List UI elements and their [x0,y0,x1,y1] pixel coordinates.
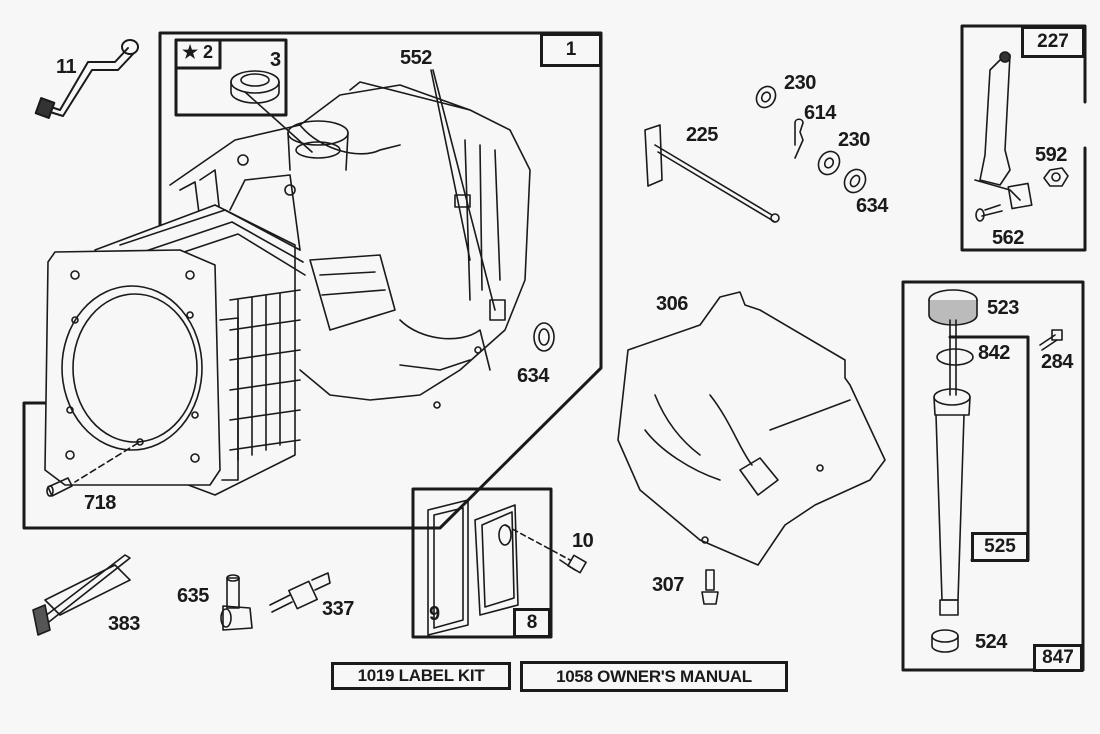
gasket-9-part [427,499,469,636]
screw-284-part [1039,329,1063,351]
dipstick-assembly-box [948,335,1030,562]
dipstick-tube-part [933,319,971,616]
governor-lever-kit-id: 227 [1021,26,1085,58]
fuel-filter-383-part [32,554,131,636]
spark-plug-boot-635-part [220,574,253,631]
governor-lever-part [974,51,1033,210]
part-label-337: 337 [322,598,354,620]
dipstick-cap-523-part [928,289,978,326]
part-label-9: 9 [429,603,440,625]
part-label-230-bottom: 230 [838,129,870,151]
breather-kit-box [411,487,553,639]
screw-562-part [975,204,1003,222]
breather-cover-part [474,504,519,616]
part-label-3: 3 [270,49,281,71]
seal-kit-box [174,38,288,117]
dipstick-assembly-id: 525 [971,532,1029,562]
governor-shaft-part [644,124,780,223]
engine-block-part [44,81,531,496]
seal-634-part [533,322,555,352]
seal-kit-id: 2 [203,42,213,62]
breather-tube-part [34,39,139,119]
part-label-10: 10 [572,530,594,552]
part-label-718: 718 [84,492,116,514]
part-label-842: 842 [978,342,1010,364]
part-label-306: 306 [656,293,688,315]
dipstick-kit-id: 847 [1033,644,1083,672]
washer-230-bottom-part [817,150,841,176]
part-label-552: 552 [400,47,432,69]
o-ring-842-part [936,348,974,366]
part-label-634-right: 634 [856,195,888,217]
screw-307-part [701,569,719,605]
hitch-pin-614-part [794,118,804,159]
label-kit-box: 1019 LABEL KIT [331,662,511,690]
part-label-230-top: 230 [784,72,816,94]
governor-lever-kit-box [960,24,1087,252]
washer-230-top-part [755,85,777,109]
part-label-562: 562 [992,227,1024,249]
grommet-524-part [931,629,959,653]
part-label-11: 11 [56,56,77,78]
cylinder-group-id: 1 [540,33,602,67]
part-label-524: 524 [975,631,1007,653]
washer-634-part [843,168,867,194]
dowel-pin-part [46,477,73,497]
air-guide-part [617,291,886,566]
nut-592-part [1043,167,1069,187]
part-label-523: 523 [987,297,1019,319]
owners-manual-box: 1058 OWNER'S MANUAL [520,661,788,692]
part-label-614: 614 [804,102,836,124]
part-label-635: 635 [177,585,209,607]
oil-seal-part [230,70,280,104]
part-label-634-left: 634 [517,365,549,387]
part-label-383: 383 [108,613,140,635]
spark-plug-337-part [269,572,331,613]
part-label-284: 284 [1041,351,1073,373]
part-label-225: 225 [686,124,718,146]
dipstick-kit-box [901,280,1085,672]
part-label-307: 307 [652,574,684,596]
screw-10-part [559,554,587,574]
breather-kit-id: 8 [513,608,551,638]
part-label-592: 592 [1035,144,1067,166]
seal-kit-marker: ★ [182,42,198,62]
